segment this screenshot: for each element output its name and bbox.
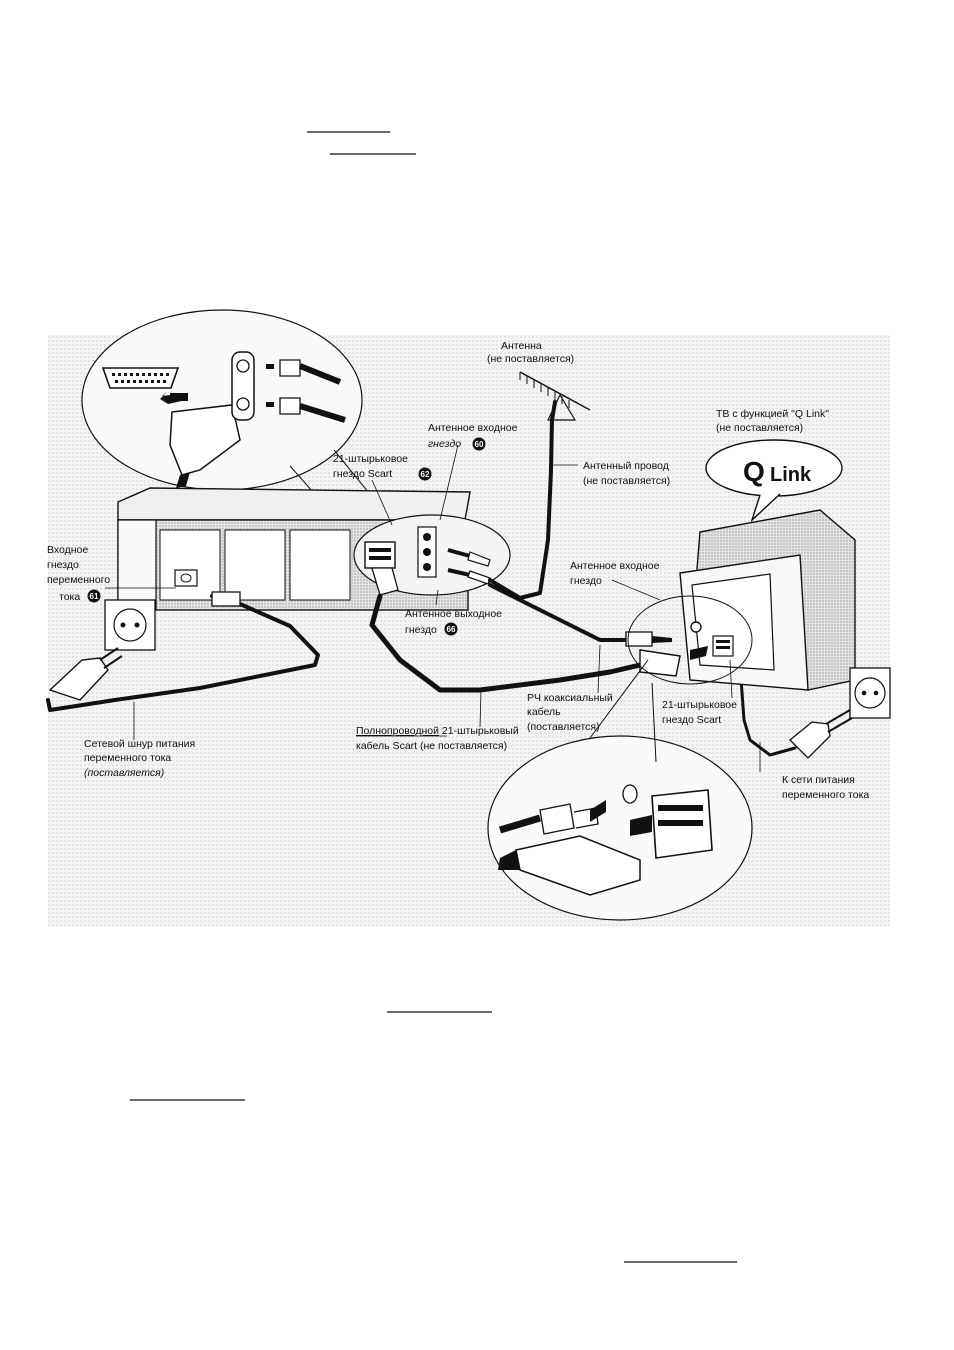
tv-jack-closeup (487, 735, 753, 921)
tv-coax-plug (625, 631, 672, 647)
labels: Антенна (не поставляется) Антенное входн… (47, 340, 869, 801)
page-rules (130, 131, 737, 1263)
antenna-icon (519, 371, 591, 421)
label-tv-scart-1: 21-штырьковое (662, 699, 737, 711)
qlink-logo: Q (743, 456, 765, 487)
label-ac-input-3: переменного (47, 574, 110, 586)
label-ac-input-2: гнездо (47, 559, 79, 571)
label-scart-vcr-1: 21-штырьковое (333, 453, 408, 465)
label-scart-vcr-2: гнездо Scart (333, 468, 392, 480)
label-antenna-input-1: Антенное входное (428, 422, 518, 434)
label-ac-input-1: Входное (47, 544, 88, 556)
label-scart-cable-2: кабель Scart (не поставляется) (356, 740, 507, 752)
vcr-rear-jacks (353, 514, 511, 596)
leader-lines (105, 444, 761, 772)
qlink-bubble: Q Link (705, 439, 843, 523)
tv-power-socket (789, 667, 891, 759)
badge-antenna-output: 66 (447, 625, 456, 634)
number-badges: 60 62 61 66 (87, 437, 486, 636)
label-antenna-1: Антенна (501, 340, 542, 352)
svg-text:Link: Link (770, 464, 812, 486)
label-rf-cable-1: РЧ коаксиальный (527, 692, 613, 704)
label-tv-antenna-input-2: гнездо (570, 575, 602, 587)
badge-antenna-input: 60 (475, 440, 484, 449)
label-antenna-input-2: гнездо (428, 438, 461, 450)
label-power-cord-1: Сетевой шнур питания (84, 738, 195, 750)
label-mains-2: переменного тока (782, 789, 869, 801)
tv-scart-plug (639, 646, 708, 677)
label-scart-cable-underlined: Полнопроводной (356, 725, 439, 737)
label-mains-1: К сети питания (782, 774, 855, 786)
badge-ac-input: 61 (90, 592, 99, 601)
label-antenna-cable-1: Антенный провод (583, 460, 669, 472)
label-tv-1: ТВ с функцией "Q Link" (716, 408, 829, 420)
vcr-jack-closeup (81, 309, 363, 491)
label-scart-cable-rest: 21-штырьковый (439, 725, 519, 737)
label-antenna-2: (не поставляется) (487, 353, 574, 365)
label-power-cord-2: переменного тока (84, 752, 171, 764)
label-power-cord-3: (поставляется) (84, 767, 164, 779)
label-tv-scart-2: гнездо Scart (662, 714, 721, 726)
badge-scart-vcr: 62 (421, 470, 430, 479)
label-rf-cable-3: (поставляется) (527, 721, 600, 733)
label-ac-input-4: тока (59, 591, 80, 603)
label-antenna-output-1: Антенное выходное (405, 608, 502, 620)
label-scart-cable-1: Полнопроводной 21-штырьковый (356, 725, 519, 737)
label-rf-cable-2: кабель (527, 706, 561, 718)
label-antenna-output-2: гнездо (405, 624, 437, 636)
label-tv-antenna-input-1: Антенное входное (570, 560, 660, 572)
label-antenna-cable-2: (не поставляется) (583, 475, 670, 487)
vcr-power-plug (48, 591, 241, 701)
label-tv-2: (не поставляется) (716, 422, 803, 434)
tv-set (679, 509, 856, 691)
